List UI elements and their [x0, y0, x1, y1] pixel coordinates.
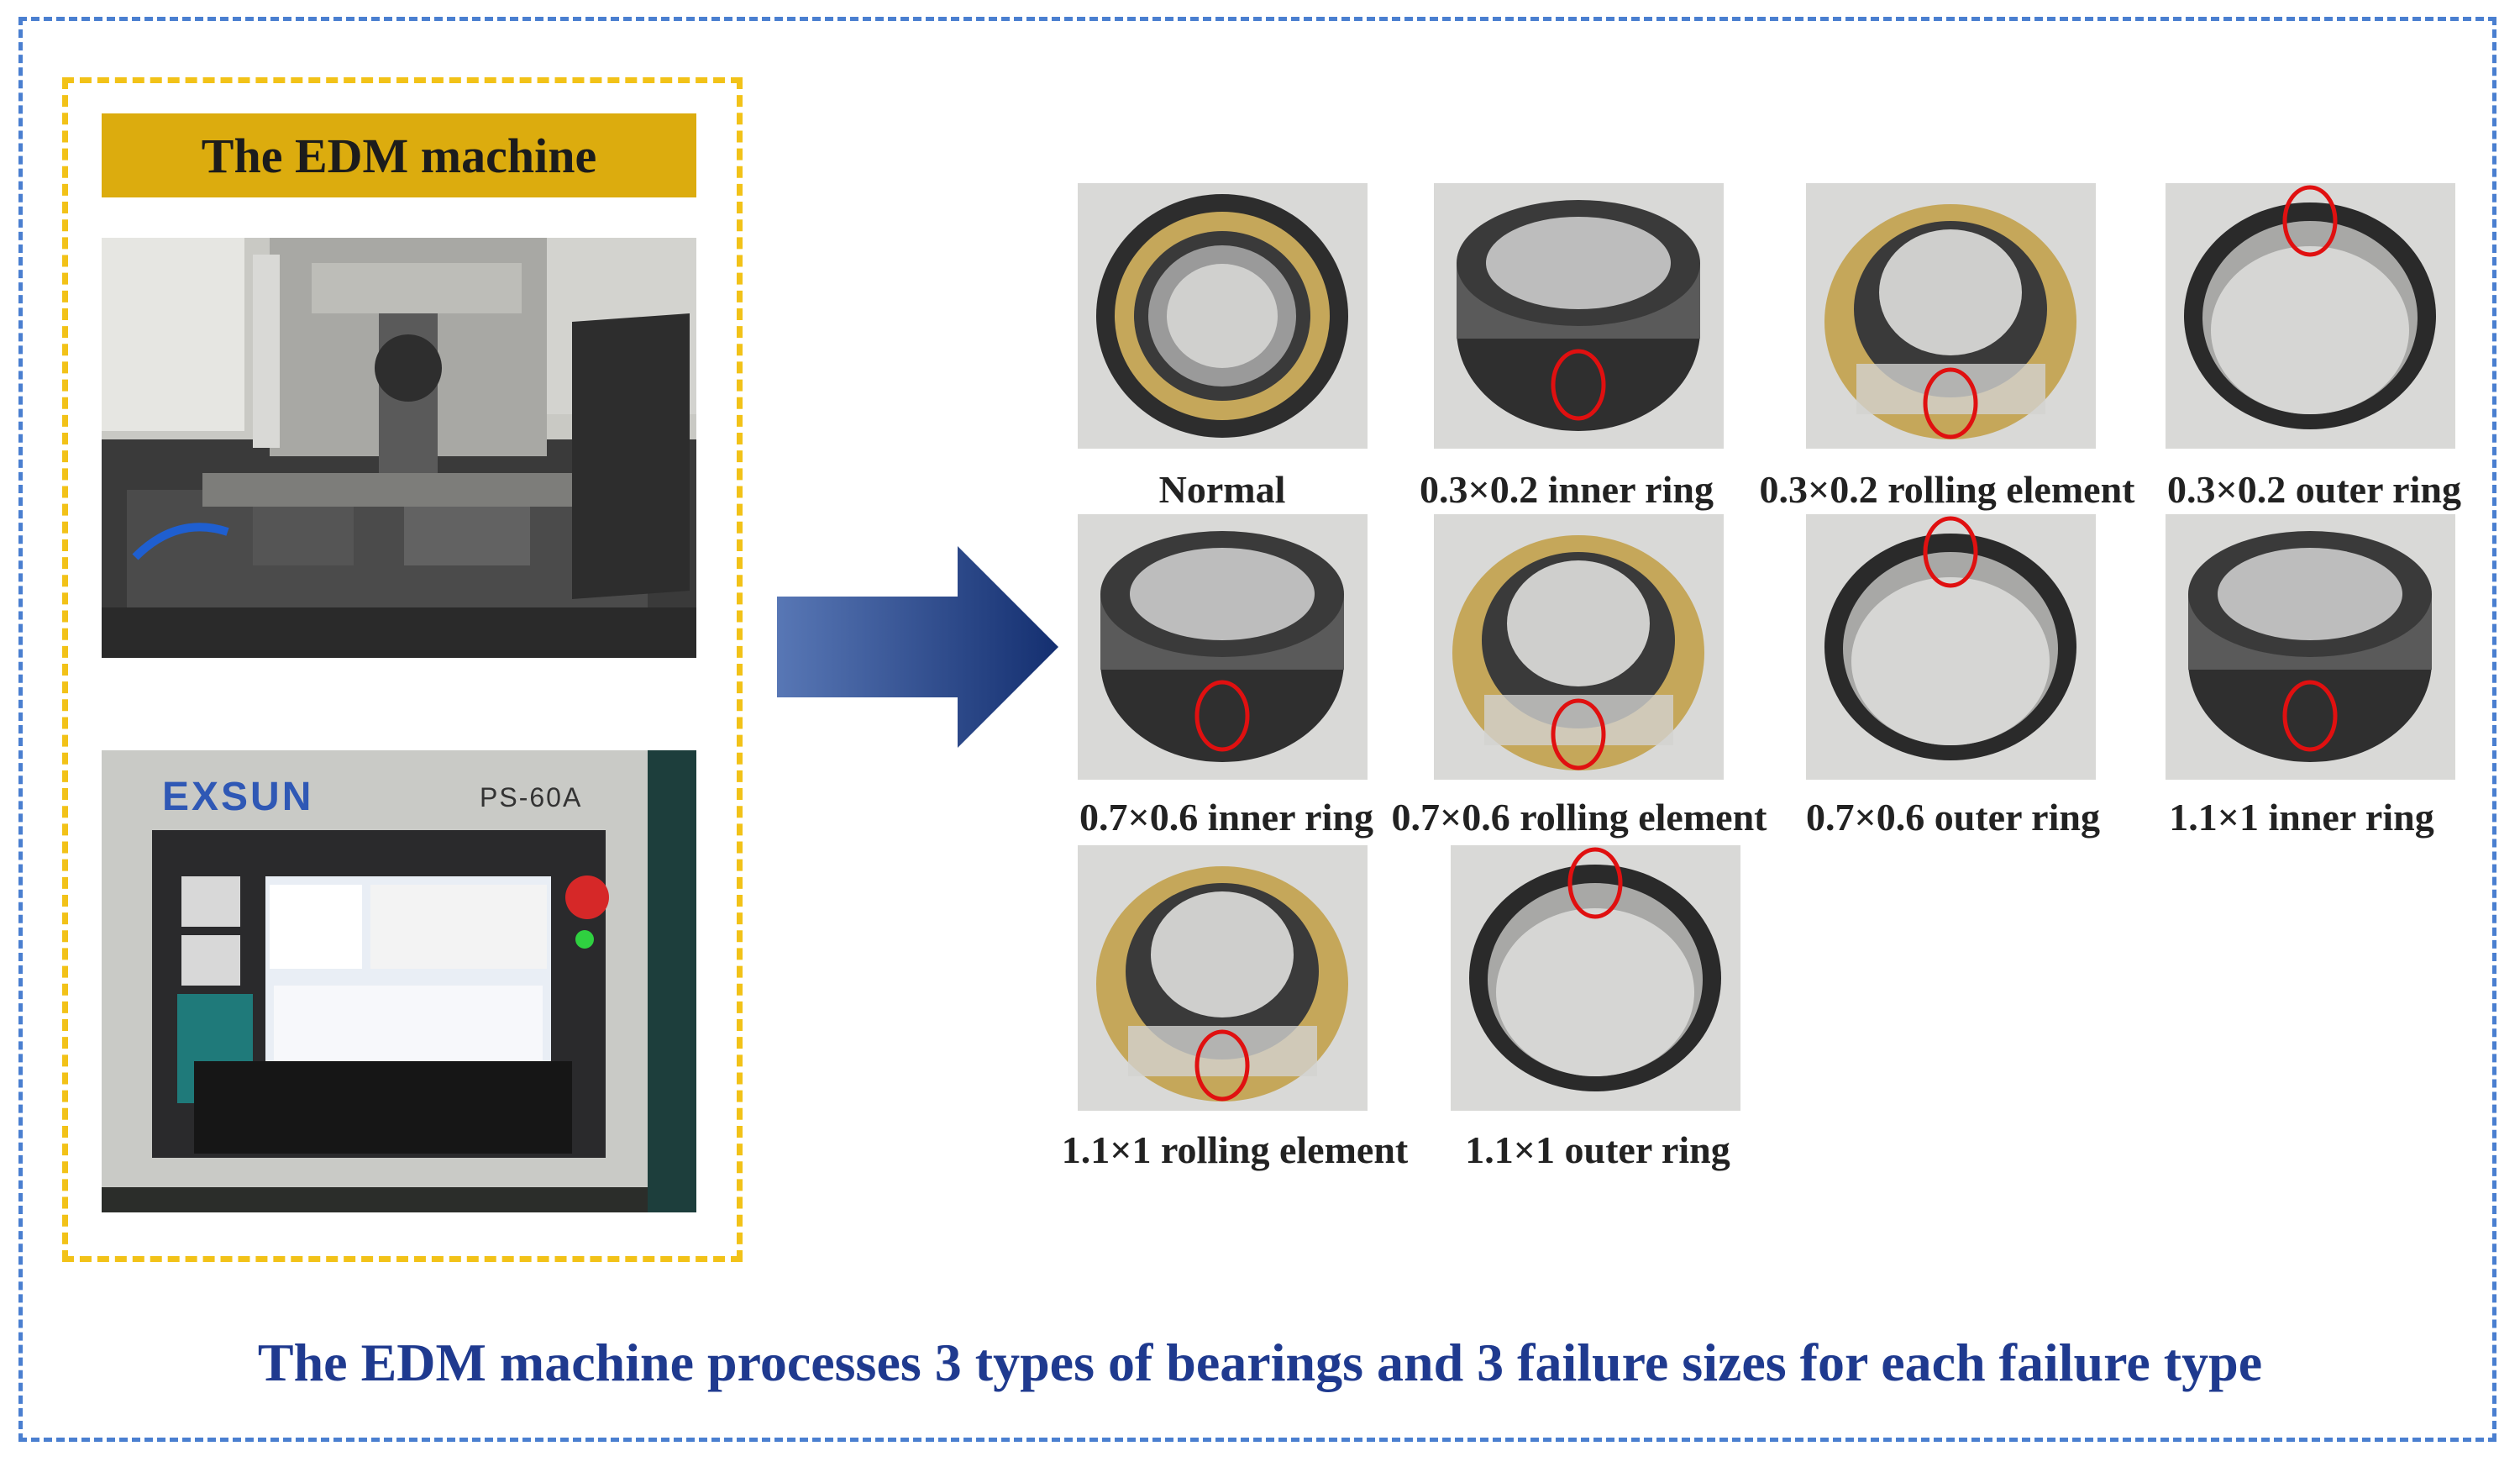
bearing-label: 0.7×0.6 outer ring [1806, 796, 2100, 839]
bearing-label: Normal [1158, 468, 1286, 511]
bearing-photo-rolling [1806, 183, 2096, 449]
bearing-label: 0.7×0.6 rolling element [1391, 796, 1767, 839]
bearing-photo-inner [1078, 514, 1368, 780]
bearing-photo-outer [1806, 514, 2096, 780]
figure-caption: The EDM machine processes 3 types of bea… [257, 1333, 2263, 1392]
bearing-label: 1.1×1 rolling element [1061, 1128, 1409, 1171]
process-arrow [777, 546, 1063, 752]
bearing-photo-rolling [1078, 845, 1368, 1111]
bearing-label: 1.1×1 outer ring [1465, 1128, 1730, 1171]
machine-title: The EDM machine [102, 113, 696, 197]
bearing-photo-inner [2166, 514, 2455, 780]
bearing-label: 1.1×1 inner ring [2169, 796, 2434, 839]
edm-machine-photo [102, 238, 696, 658]
outer-frame [18, 17, 2496, 1442]
bearing-photo-normal [1078, 183, 1368, 449]
bearing-label: 0.7×0.6 inner ring [1079, 796, 1373, 839]
bearing-label: 0.3×0.2 rolling element [1759, 468, 2135, 511]
bearing-label: 0.3×0.2 outer ring [2167, 468, 2461, 511]
bearing-photo-rolling [1434, 514, 1724, 780]
bearing-label: 0.3×0.2 inner ring [1420, 468, 1714, 511]
edm-machine-panel [62, 77, 743, 1262]
control-panel-photo: EXSUN PS-60A [102, 750, 696, 1212]
panel-brand: EXSUN [162, 775, 314, 819]
bearing-photo-outer [2166, 183, 2455, 449]
bearing-photo-inner [1434, 183, 1724, 449]
panel-model: PS-60A [480, 782, 583, 812]
bearing-photo-outer [1451, 845, 1740, 1111]
